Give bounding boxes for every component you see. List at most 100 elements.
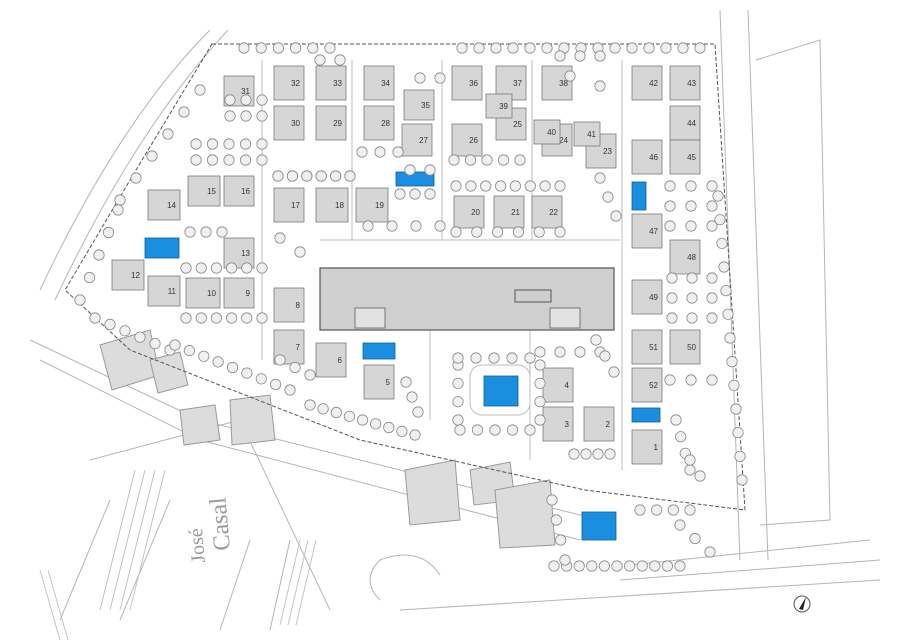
lot-8-building [273, 287, 305, 323]
lot-7: 7 [273, 329, 305, 365]
tree-106 [386, 220, 398, 232]
tree-93 [272, 170, 284, 182]
tree-193 [524, 352, 536, 364]
lot-41-building [573, 121, 601, 147]
pool-4 [483, 375, 519, 407]
tree-194 [534, 346, 546, 358]
tree-217 [550, 514, 562, 526]
tree-174 [684, 454, 696, 466]
tree-94 [286, 170, 298, 182]
lot-34: 34 [363, 65, 395, 101]
tree-221 [651, 504, 663, 516]
context-buildings [99, 329, 556, 549]
lot-3-building [542, 406, 574, 442]
tree-209 [598, 560, 611, 572]
tree-51 [356, 414, 369, 426]
tree-211 [623, 560, 636, 572]
tree-128 [554, 50, 566, 62]
tree-65 [239, 138, 252, 150]
lot-44-building [669, 105, 701, 141]
tree-19 [677, 42, 689, 54]
tree-86 [256, 312, 268, 324]
lot-31-number: 31 [241, 87, 250, 96]
lot-47-number: 47 [649, 227, 658, 236]
tree-11 [541, 42, 553, 54]
tree-23 [162, 128, 174, 140]
tree-95 [301, 170, 313, 182]
tree-45 [269, 378, 282, 390]
lot-2-number: 2 [606, 420, 611, 429]
tree-7 [473, 42, 485, 54]
tree-150 [706, 292, 718, 304]
lot-52-number: 52 [649, 381, 658, 390]
lot-38-number: 38 [559, 79, 568, 88]
lot-41-number: 41 [587, 130, 596, 139]
tree-109 [450, 180, 462, 192]
tree-236 [412, 406, 424, 418]
lot-9-building [223, 277, 255, 309]
tree-192 [506, 352, 518, 364]
lot-49: 49 [631, 279, 663, 315]
tree-202 [580, 448, 592, 460]
tree-118 [464, 154, 477, 166]
tree-190 [470, 352, 482, 364]
tree-204 [604, 448, 616, 460]
lot-33: 33 [315, 65, 347, 101]
tree-200 [608, 366, 620, 378]
lot-22-number: 22 [549, 208, 558, 217]
tree-171 [732, 427, 744, 439]
tree-227 [274, 232, 286, 244]
lot-28-number: 28 [381, 119, 390, 128]
lot-50-number: 50 [687, 343, 696, 352]
lot-30-building [273, 105, 305, 141]
garden-ring [469, 364, 531, 416]
tree-149 [686, 292, 698, 304]
tree-116 [554, 180, 566, 192]
tree-15 [609, 42, 621, 54]
street-label-jose: José [185, 527, 210, 563]
lot-43-building [669, 65, 701, 101]
lot-34-number: 34 [381, 79, 390, 88]
tree-35 [134, 331, 146, 343]
tree-117 [448, 154, 460, 166]
tree-175 [694, 470, 706, 482]
tree-5 [324, 42, 336, 54]
lot-1-building [631, 429, 663, 465]
tree-186 [489, 424, 501, 436]
tree-199 [599, 350, 611, 362]
tree-49 [330, 406, 342, 419]
lot-4-building [542, 367, 574, 403]
lot-14-building [147, 189, 181, 221]
tree-165 [720, 285, 732, 297]
lot-49-building [631, 279, 663, 315]
tree-153 [706, 312, 718, 324]
lot-3: 3 [542, 406, 574, 442]
tree-84 [226, 312, 238, 324]
tree-77 [210, 262, 222, 274]
tree-0 [238, 42, 250, 54]
lot-46: 46 [631, 139, 663, 175]
site-boundary [64, 43, 746, 511]
lot-1-number: 1 [654, 443, 659, 452]
lot-3-number: 3 [565, 420, 570, 429]
tree-105 [362, 220, 374, 232]
context-hatching [39, 469, 317, 640]
lot-12-building [111, 259, 145, 291]
tree-182 [534, 396, 546, 408]
lot-43: 43 [669, 65, 701, 101]
tree-110 [465, 180, 477, 192]
tree-21 [194, 84, 206, 96]
tree-180 [534, 359, 546, 371]
lot-28: 28 [363, 105, 395, 141]
lot-44-number: 44 [687, 119, 696, 128]
tree-229 [274, 354, 286, 366]
lot-14-number: 14 [167, 201, 176, 210]
tree-134 [602, 191, 614, 203]
tree-27 [112, 204, 124, 216]
tree-158 [675, 431, 687, 443]
tree-40 [198, 350, 210, 362]
tree-168 [726, 356, 738, 368]
lot-19: 19 [355, 187, 389, 223]
tree-137 [685, 180, 697, 192]
